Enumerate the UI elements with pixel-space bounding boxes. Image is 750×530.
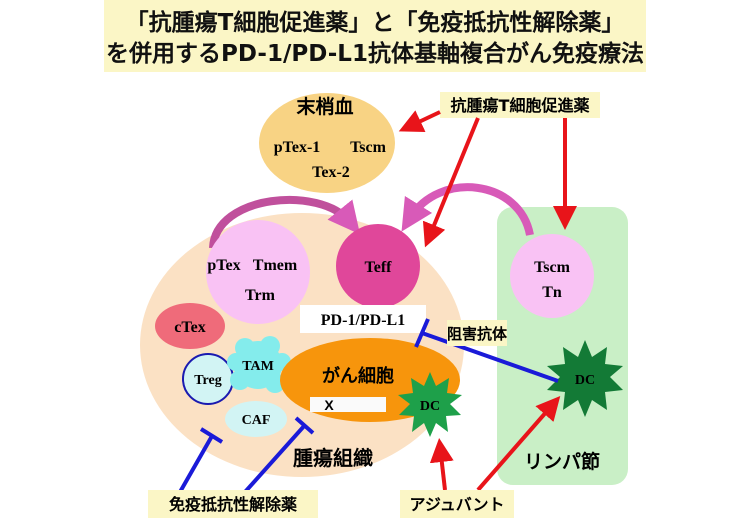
immune-resistance-drug-box — [148, 490, 318, 518]
ctex-ellipse — [155, 303, 225, 349]
cell-tam: TAM — [242, 359, 274, 374]
adjuvant-arrow-tumor-dc — [429, 438, 454, 491]
antitumor-drug-label: 抗腫瘍T細胞促進薬 — [451, 96, 591, 115]
inhibit-line-caf — [243, 423, 307, 494]
cell-ptex: pTex — [207, 257, 240, 274]
adjuvant-label: アジュバント — [409, 495, 504, 514]
blocking-antibody-bar — [414, 318, 430, 348]
pd1-pdl1-label: PD-1/PD-L1 — [321, 312, 405, 329]
cell-ctex: cTex — [174, 319, 205, 336]
blocking-antibody-box — [447, 320, 507, 346]
peripheral-blood-label: 末梢血 — [296, 95, 353, 118]
dc-star-tumor — [398, 372, 462, 437]
cell-treg: Treg — [194, 373, 221, 388]
cell-trm: Trm — [245, 287, 276, 304]
teff-circle — [336, 224, 420, 308]
adjuvant-arrow-lymph-dc — [476, 395, 561, 492]
cell-tn: Tn — [542, 284, 562, 301]
x-mark: X — [324, 397, 334, 413]
lymph-node-label: リンパ節 — [524, 450, 600, 473]
dc-star-lymph — [547, 340, 623, 417]
cell-teff: Teff — [365, 259, 393, 276]
caf-ellipse — [225, 401, 287, 437]
antitumor-drug-label-box — [440, 92, 600, 118]
inhibit-bar-treg — [199, 427, 224, 444]
arrow-to-teff — [422, 117, 480, 248]
title-line-2: を併用するPD-1/PD-L1抗体基軸複合がん免疫療法 — [106, 40, 644, 67]
cancer-cell-label: がん細胞 — [322, 365, 394, 387]
cell-tscm-lymph: Tscm — [534, 259, 571, 276]
inhibit-line-treg — [178, 435, 214, 493]
adjuvant-box — [400, 490, 514, 518]
differentiation-arrow-right — [401, 183, 534, 236]
tscm-tn-circle — [510, 234, 594, 318]
inhibit-bar-caf — [294, 416, 315, 435]
pd1-pdl1-box — [300, 305, 426, 333]
tam-cloud — [227, 336, 291, 393]
cell-tscm-blood: Tscm — [350, 139, 387, 156]
cell-tex-2: Tex-2 — [312, 164, 350, 181]
blocking-antibody-line — [421, 331, 559, 383]
title-line-1: 「抗腫瘍T細胞促進薬」と「免疫抵抗性解除薬」 — [126, 9, 625, 36]
peripheral-blood-region — [259, 93, 395, 193]
blocking-antibody-label: 阻害抗体 — [447, 325, 508, 343]
cell-caf: CAF — [242, 413, 271, 428]
title-banner — [104, 0, 646, 72]
dc-lymph-label: DC — [575, 373, 595, 388]
antigen-bar — [310, 397, 386, 412]
memory-cell-circle — [206, 220, 310, 324]
immune-resistance-drug-label: 免疫抵抗性解除薬 — [169, 495, 298, 514]
arrow-to-blood — [398, 110, 441, 133]
tumor-tissue-label: 腫瘍組織 — [293, 446, 373, 470]
cell-ptex-1: pTex-1 — [274, 139, 321, 156]
differentiation-arrow-left — [209, 195, 361, 249]
dc-tumor-label: DC — [420, 399, 440, 414]
cell-tmem: Tmem — [253, 257, 298, 274]
